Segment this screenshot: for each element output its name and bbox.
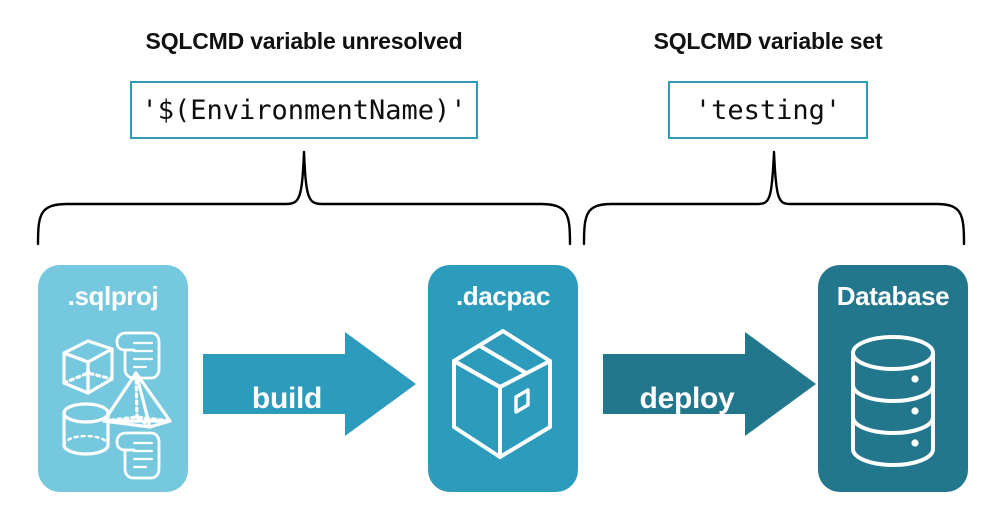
stage-panel-database[interactable]: Database [818, 265, 968, 492]
stage-label-dacpac: .dacpac [455, 281, 551, 311]
brace-right-scope [576, 148, 972, 248]
wireframe-shapes-icon [62, 331, 172, 480]
code-box-environment-name: '$(EnvironmentName)' [130, 81, 478, 139]
heading-sqlcmd-variable-unresolved: SQLCMD variable unresolved [145, 28, 463, 54]
stage-panel-dacpac[interactable]: .dacpac [428, 265, 578, 492]
brace-left-icon [36, 150, 572, 246]
heading-sqlcmd-variable-set: SQLCMD variable set [653, 28, 883, 54]
brace-right-icon [582, 150, 966, 246]
database-cylinder-icon [851, 335, 935, 467]
stage-panel-sqlproj[interactable]: .sqlproj [38, 265, 188, 492]
code-box-testing-value: 'testing' [668, 81, 868, 139]
arrow-build[interactable]: build [203, 330, 418, 438]
arrow-right-icon [203, 332, 416, 436]
arrow-right-icon [603, 332, 816, 436]
stage-label-database: Database [836, 281, 950, 311]
brace-left-scope [28, 148, 580, 248]
package-box-icon [452, 329, 552, 459]
stage-label-sqlproj: .sqlproj [67, 281, 159, 311]
arrow-deploy[interactable]: deploy [603, 330, 818, 438]
